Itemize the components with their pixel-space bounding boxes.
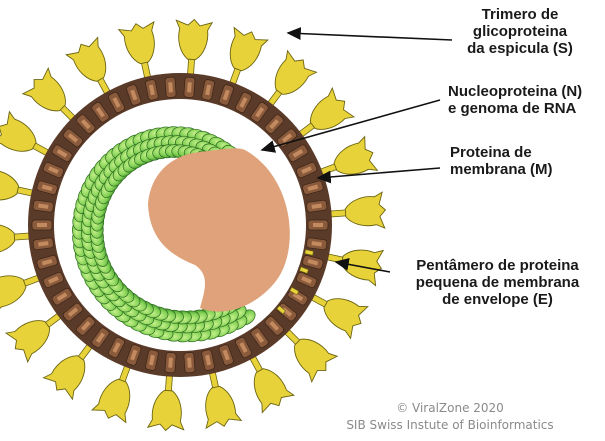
spike-head — [91, 374, 139, 424]
spike-head — [0, 164, 22, 208]
spike-head — [344, 192, 387, 231]
label-line: Trimero de — [455, 6, 585, 23]
spike-head — [221, 26, 269, 76]
label-envelope-protein: Pentâmero de proteina pequena de membran… — [400, 257, 595, 308]
arrow-spike — [288, 33, 452, 40]
label-line: glicoproteina — [455, 23, 585, 40]
label-spike-glycoprotein: Trimero de glicoproteina da espicula (S) — [455, 6, 585, 57]
label-line: Proteina de — [450, 144, 560, 161]
credit-line-2: SIB Swiss Instute of Bioinformatics — [330, 417, 570, 434]
label-nucleoprotein: Nucleoproteina (N) e genoma de RNA — [448, 83, 605, 117]
membrane-protein — [165, 77, 176, 98]
spike-head — [198, 383, 242, 430]
spike-head — [0, 219, 16, 258]
label-line: da espicula (S) — [455, 40, 585, 57]
label-line: Nucleoproteina (N) — [448, 83, 605, 100]
spike-head — [0, 111, 43, 162]
credit-text: © ViralZone 2020 SIB Swiss Instute of Bi… — [330, 400, 570, 434]
membrane-protein — [32, 220, 52, 230]
spike-head — [265, 49, 318, 103]
label-line: Pentâmero de proteina — [400, 257, 595, 274]
spike-head — [244, 362, 295, 414]
spike-head — [4, 310, 58, 363]
membrane-protein-band — [168, 358, 173, 368]
membrane-protein-band — [37, 223, 47, 227]
label-line: e genoma de RNA — [448, 100, 605, 117]
spike-head — [118, 20, 162, 67]
label-membrane-protein: Proteina de membrana (M) — [450, 144, 560, 178]
membrane-protein — [308, 220, 328, 230]
spike-head — [0, 266, 31, 314]
credit-line-1: © ViralZone 2020 — [330, 400, 570, 417]
spike-glycoprotein — [326, 192, 386, 232]
spike-glycoprotein — [148, 371, 188, 431]
label-line: pequena de membrana — [400, 274, 595, 291]
spike-glycoprotein — [172, 18, 212, 78]
label-line: de envelope (E) — [400, 291, 595, 308]
membrane-protein-band — [187, 358, 192, 368]
spike-head — [174, 18, 213, 60]
membrane-protein — [165, 352, 176, 373]
spike-head — [148, 389, 187, 431]
membrane-protein-band — [187, 82, 192, 92]
membrane-protein-band — [313, 223, 323, 227]
membrane-protein — [184, 77, 195, 98]
membrane-protein-band — [168, 82, 173, 92]
spike-head — [65, 36, 116, 88]
membrane-protein — [184, 352, 195, 373]
label-line: membrana (M) — [450, 161, 560, 178]
spike-head — [317, 289, 369, 340]
spike-head — [42, 347, 95, 401]
